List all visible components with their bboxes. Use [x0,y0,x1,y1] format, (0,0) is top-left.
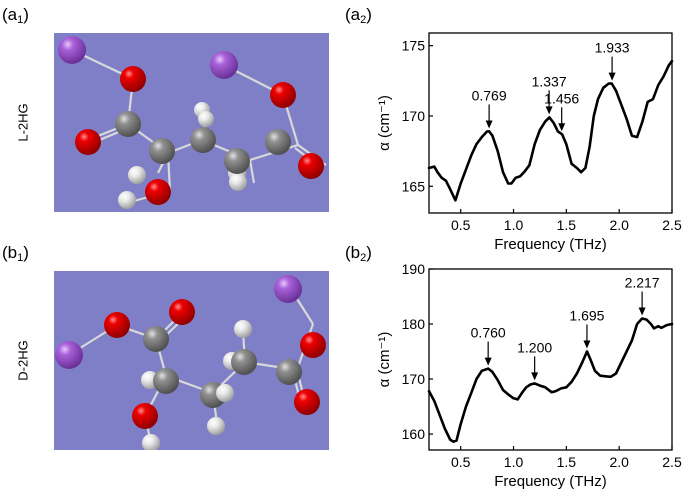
y-axis-label: α (cm⁻¹) [376,332,393,388]
x-tick-label: 1.5 [557,454,577,470]
atom-oxygen [75,129,101,155]
atom-hydrogen [128,166,146,184]
peak-annotation: 1.337 [532,73,567,89]
atom-carbon [149,138,175,164]
panel-label-a2: (a2) [345,5,372,26]
peak-annotation: 1.695 [569,308,604,324]
peak-annotation: 2.217 [625,275,660,291]
x-tick-label: 1.5 [557,217,577,233]
atom-hydrogen [198,111,214,127]
y-tick-label: 175 [402,38,426,54]
atom-sodium [210,51,238,79]
panel-label-b2: (b2) [345,243,372,264]
arrow-down-icon [558,123,566,132]
arrow-down-icon [583,340,591,349]
x-axis-label: Frequency (THz) [494,236,607,253]
molecule-image-d2hg [54,271,329,450]
atom-oxygen [104,312,130,338]
y-tick-label: 165 [402,178,426,194]
peak-annotation: 1.200 [517,339,552,355]
y-tick-label: 190 [402,261,426,277]
arrow-down-icon [638,307,646,316]
x-tick-label: 0.5 [451,217,471,233]
peak-annotation: 0.769 [472,87,507,103]
atom-oxygen [270,82,296,108]
atom-sodium [55,341,83,369]
spectrum-curve [427,317,674,444]
molecule-image-l2hg [54,33,329,212]
x-tick-label: 0.5 [451,454,471,470]
plot-frame [428,32,673,214]
atom-carbon [224,148,250,174]
plot-frame [428,268,673,451]
spectrum-curve [427,59,674,202]
atom-hydrogen [207,417,225,435]
atom-hydrogen [229,173,247,191]
atom-hydrogen [216,384,234,402]
atom-sodium [58,36,86,64]
atom-hydrogen [118,191,136,209]
arrow-down-icon [608,72,616,81]
atom-oxygen [132,403,158,429]
x-tick-label: 2.0 [609,454,629,470]
atom-carbon [231,349,257,375]
atom-sodium [274,275,302,303]
molecule-structure-d2hg [55,275,326,450]
atom-oxygen [294,389,320,415]
atom-carbon [143,326,169,352]
arrow-down-icon [545,106,553,115]
panel-label-a1: (a1) [2,5,29,26]
atom-oxygen [169,299,195,325]
arrow-down-icon [484,357,492,366]
x-tick-label: 1.0 [504,454,524,470]
arrow-down-icon [531,372,539,381]
peak-annotation: 1.456 [544,90,579,106]
atom-oxygen [120,66,146,92]
atom-carbon [276,359,302,385]
molecule-structure-l2hg [58,36,327,209]
y-axis-label: α (cm⁻¹) [376,95,393,151]
atom-oxygen [298,153,324,179]
y-tick-label: 170 [402,108,426,124]
x-tick-label: 2.5 [662,217,682,233]
y-tick-label: 180 [402,316,426,332]
peak-annotation: 0.760 [471,325,506,341]
atom-oxygen [300,332,326,358]
peak-annotation: 1.933 [595,40,630,56]
atom-carbon [265,129,291,155]
atom-carbon [190,127,216,153]
x-tick-label: 2.0 [609,217,629,233]
x-tick-label: 1.0 [504,217,524,233]
atom-hydrogen [142,434,160,450]
x-tick-label: 2.5 [662,454,682,470]
arrow-down-icon [485,120,493,129]
atom-carbon [115,111,141,137]
atom-carbon [153,368,179,394]
atom-hydrogen [234,320,252,338]
atom-oxygen [145,179,171,205]
y-tick-label: 170 [402,371,426,387]
panel-label-b1: (b1) [2,243,29,264]
y-tick-label: 160 [402,426,426,442]
x-axis-label: Frequency (THz) [494,473,607,490]
